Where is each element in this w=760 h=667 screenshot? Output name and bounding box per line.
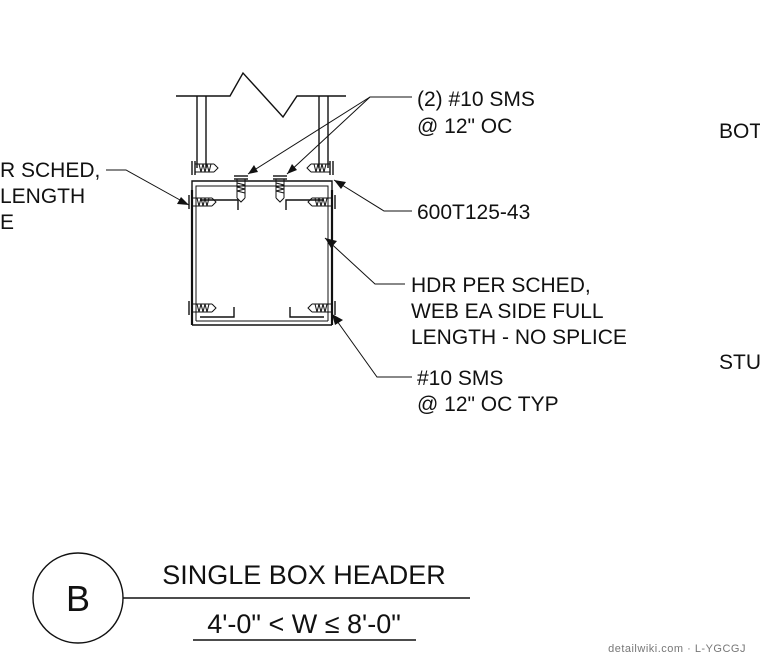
- leader-sms-typ: [331, 313, 412, 378]
- leader-left-cut: [106, 169, 190, 206]
- detail-title: SINGLE BOX HEADER: [162, 560, 446, 590]
- detail-subtitle: 4'-0" < W ≤ 8'-0": [207, 609, 401, 639]
- side-screw-upper-right: [307, 195, 336, 209]
- note-sms-typ-line2: @ 12" OC TYP: [417, 393, 559, 416]
- side-screw-lower-left: [188, 301, 217, 315]
- leader-track: [333, 179, 412, 212]
- track-section: [191, 180, 333, 213]
- stud-above: [176, 71, 346, 168]
- left-cut-note-line3: E: [0, 211, 14, 234]
- flange-screw-right: [306, 161, 334, 175]
- note-track: 600T125-43: [417, 201, 530, 224]
- left-cut-note-line2: LENGTH: [0, 185, 85, 208]
- detail-letter: B: [66, 578, 90, 619]
- side-screw-upper-left: [188, 195, 217, 209]
- left-cut-note-line1: R SCHED,: [0, 159, 100, 182]
- note-sms-top-line2: @ 12" OC: [417, 115, 512, 138]
- flange-screw-left: [191, 161, 219, 175]
- top-screw-right: [273, 175, 287, 203]
- box-header: [190, 190, 334, 326]
- note-hdr-line3: LENGTH - NO SPLICE: [411, 326, 627, 349]
- leader-hdr: [324, 237, 405, 285]
- side-screw-lower-right: [307, 301, 336, 315]
- watermark: detailwiki.com · L-YGCGJ: [608, 643, 746, 655]
- note-sms-typ-line1: #10 SMS: [417, 367, 503, 390]
- title-block: B SINGLE BOX HEADER 4'-0" < W ≤ 8'-0": [32, 552, 470, 644]
- top-screw-left: [234, 175, 248, 203]
- note-sms-top-line1: (2) #10 SMS: [417, 88, 535, 111]
- right-cut-note-stu: STU: [719, 351, 760, 374]
- leader-sms-top: [247, 96, 412, 175]
- right-cut-note-bot: BOT: [719, 120, 760, 143]
- note-hdr-line2: WEB EA SIDE FULL: [411, 300, 604, 323]
- note-hdr-line1: HDR PER SCHED,: [411, 274, 591, 297]
